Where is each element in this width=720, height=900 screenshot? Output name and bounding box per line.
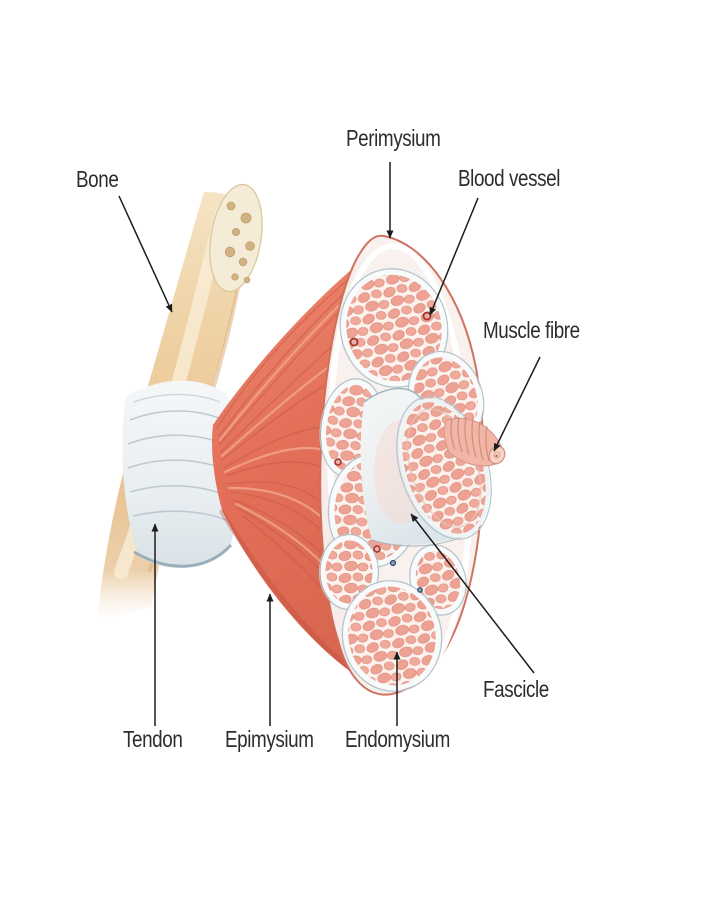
muscle-body — [212, 242, 386, 690]
label-perimysium: Perimysium — [346, 125, 441, 151]
vein-dot — [389, 559, 397, 567]
blood-vessel-dot — [334, 458, 342, 466]
vein-dot — [417, 587, 423, 593]
blood-vessel-dot — [373, 545, 381, 553]
fascicle-arrow — [410, 513, 535, 674]
bone-trabecular-pores — [224, 201, 255, 284]
fascicle-cylinder — [360, 387, 506, 547]
label-epimysium: Epimysium — [225, 726, 314, 752]
bone-arrow — [118, 195, 173, 313]
label-endomysium: Endomysium — [345, 726, 450, 752]
muscle-fibre-rod — [443, 416, 506, 467]
label-tendon: Tendon — [123, 726, 183, 752]
bone-cut-end — [209, 183, 263, 293]
blood-vessels — [334, 311, 432, 593]
label-arrows — [118, 162, 541, 726]
muscle-fibre-arrow — [493, 356, 541, 452]
tendon-lower-edge — [133, 543, 233, 568]
blood-vessel-dot — [422, 311, 432, 321]
muscle-fibre-striations — [450, 416, 490, 462]
fascicle-top — [339, 268, 449, 388]
label-bone: Bone — [76, 166, 119, 192]
muscle-fibre-tip — [488, 445, 506, 465]
blood-vessel-dot — [349, 337, 359, 347]
label-muscle-fibre: Muscle fibre — [483, 317, 580, 343]
label-blood-vessel: Blood vessel — [458, 165, 561, 191]
fascicle-bottom — [341, 580, 443, 692]
blood-vessel-arrow — [429, 197, 479, 316]
tendon-body — [122, 380, 239, 568]
label-fascicle: Fascicle — [483, 676, 549, 702]
